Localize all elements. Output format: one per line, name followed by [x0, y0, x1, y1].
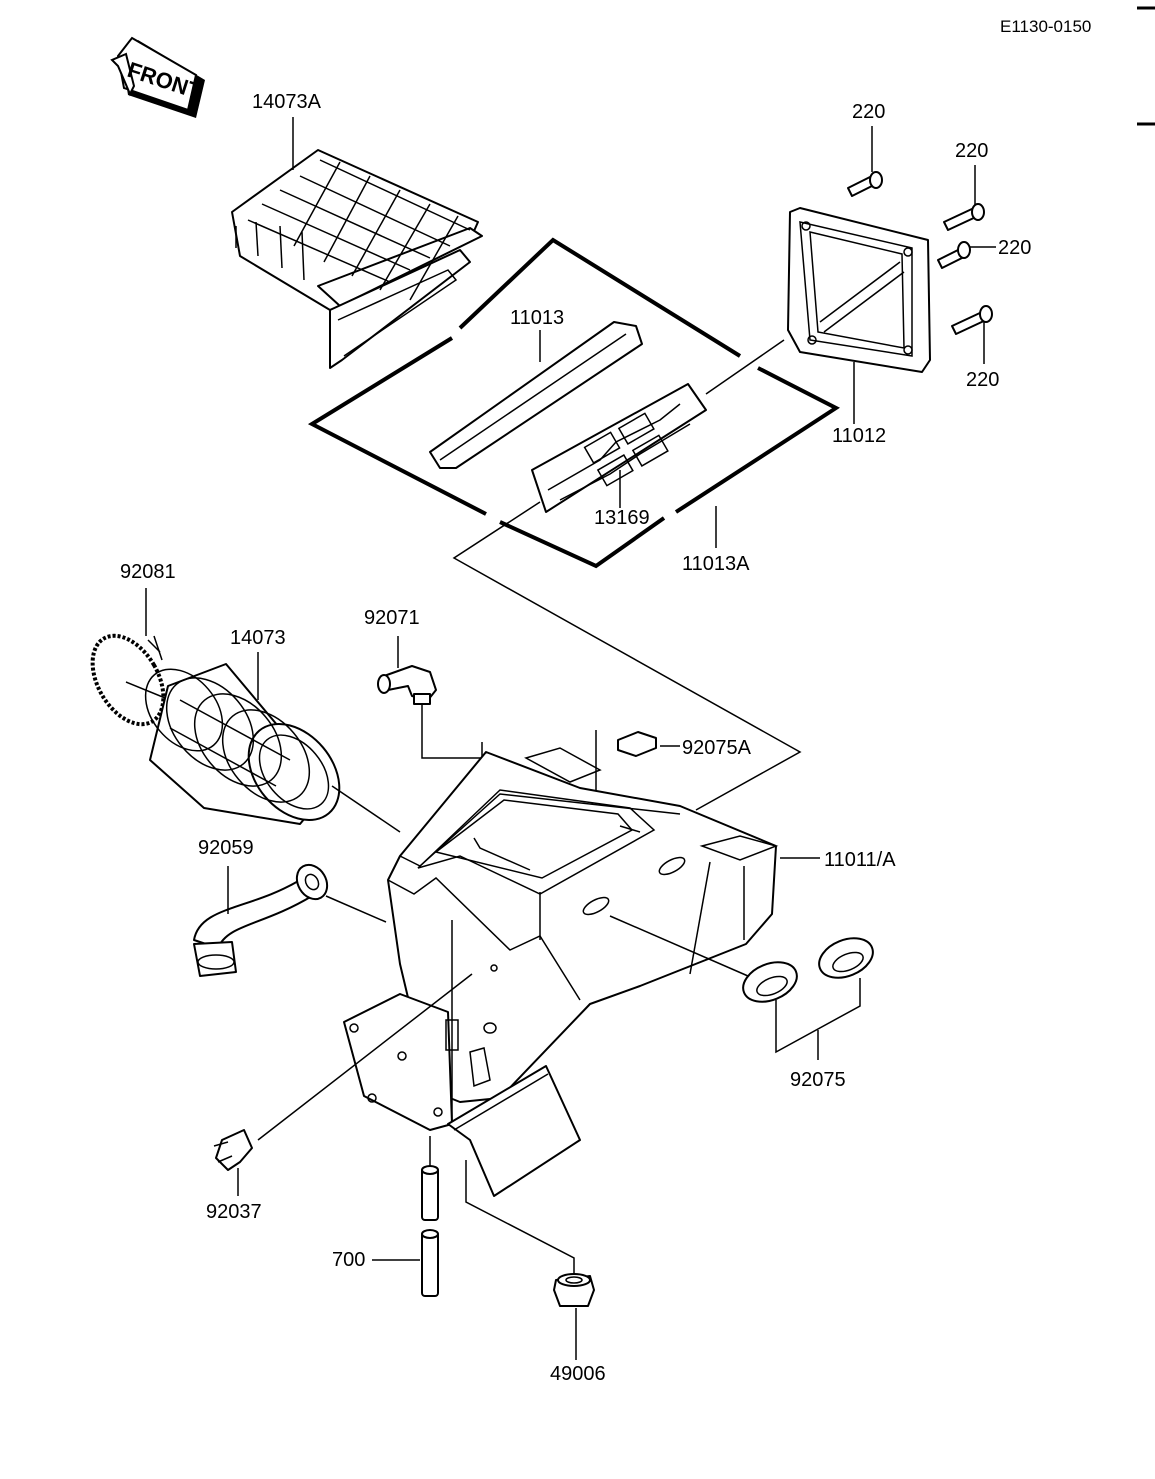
tube-700-upper: [421, 1165, 439, 1221]
part-label-700: 700: [332, 1249, 365, 1271]
front-arrow-icon: FRONT: [110, 36, 205, 118]
clamp-92081: [90, 633, 166, 727]
part-label-92075: 92075: [790, 1069, 846, 1091]
part-label-92075A: 92075A: [682, 737, 752, 759]
elbow-fitting-92071: [377, 665, 437, 705]
clip-92037: [213, 1129, 253, 1171]
part-label-220-c: 220: [998, 237, 1031, 259]
part-label-92071: 92071: [364, 607, 420, 629]
part-label-92037: 92037: [206, 1201, 262, 1223]
grommet-92075-a: [742, 961, 798, 1003]
bolt-220-b: [943, 203, 985, 231]
grommet-49006: [553, 1273, 595, 1307]
bolt-220-d: [951, 305, 993, 335]
air-box-11011A: [343, 747, 779, 1197]
part-label-220-a: 220: [852, 101, 885, 123]
leader-49006-top: [465, 1160, 575, 1274]
pad-92075A: [617, 731, 657, 757]
leader-92081-b: [125, 681, 171, 701]
leader-boot-to-box: [331, 785, 401, 833]
part-label-11013: 11013: [510, 307, 564, 329]
diagram-code: E1130-0150: [1000, 17, 1091, 36]
part-label-220-d: 220: [966, 369, 999, 391]
part-label-14073A: 14073A: [252, 91, 322, 113]
leader-grommet-box: [609, 915, 749, 977]
tube-700-lower: [421, 1229, 439, 1297]
part-label-49006: 49006: [550, 1363, 606, 1385]
part-label-11012: 11012: [832, 425, 886, 447]
part-label-13169: 13169: [594, 507, 650, 529]
part-label-92081: 92081: [120, 561, 176, 583]
leader-92075: [775, 978, 861, 1054]
leader-92037-to-box: [257, 973, 473, 1141]
grommet-92075-b: [818, 937, 874, 979]
assembly-v-line: [452, 501, 802, 811]
intake-boot-14073: [144, 663, 341, 825]
bolt-220-c: [937, 241, 971, 269]
leader-92059-b: [325, 895, 387, 923]
kit-frame-11013A: [307, 237, 840, 569]
leader-92071-b: [421, 704, 483, 759]
part-label-11011A: 11011/A: [824, 849, 896, 871]
part-label-14073: 14073: [230, 627, 286, 649]
intake-duct-14073A: [231, 149, 483, 369]
leader-screen-to-cover: [705, 339, 785, 395]
part-label-11013A: 11013A: [682, 553, 750, 575]
part-label-92059: 92059: [198, 837, 254, 859]
drain-tube-92059: [193, 863, 329, 977]
screen-13169: [531, 383, 707, 513]
bolt-220-a: [847, 171, 883, 197]
filter-cover-11012: [787, 207, 931, 373]
part-label-220-b: 220: [955, 140, 988, 162]
filter-element-11013: [429, 321, 643, 469]
